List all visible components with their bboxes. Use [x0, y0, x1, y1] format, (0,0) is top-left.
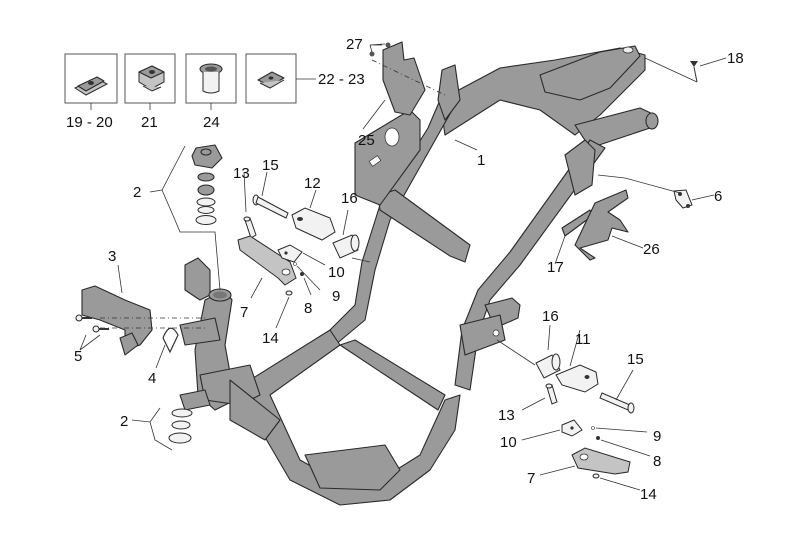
- screws-27: [369, 42, 391, 57]
- spring-8-right: [596, 436, 600, 440]
- callout-9-right: 9: [653, 428, 661, 445]
- clip: [162, 327, 179, 354]
- clamp-6: [673, 189, 693, 209]
- rivet-18: [690, 61, 698, 83]
- steering-head: [179, 257, 281, 441]
- callout-4: 4: [148, 370, 156, 387]
- bolt-lower: [92, 325, 109, 333]
- callout-13-left: 13: [233, 165, 250, 182]
- detail-box-rubber-grommet: [185, 53, 237, 110]
- callout-1: 1: [477, 152, 485, 169]
- pin-13-right: [545, 383, 558, 405]
- callout-16-right: 16: [542, 308, 559, 325]
- callout-7-right: 7: [527, 470, 535, 487]
- footrest-support-11-right: [555, 364, 599, 393]
- bolt-upper: [75, 314, 92, 322]
- callout-8-left: 8: [304, 300, 312, 317]
- callout-18: 18: [727, 50, 744, 67]
- callout-26: 26: [643, 241, 660, 258]
- plate-10-left: [277, 244, 303, 263]
- callout-19-20: 19 - 20: [66, 114, 113, 131]
- pin-15-left: [252, 194, 289, 219]
- callout-14-left: 14: [262, 330, 279, 347]
- footpeg-7-right: [571, 447, 631, 475]
- callout-15-right: 15: [627, 351, 644, 368]
- main-frame: [249, 45, 659, 506]
- callout-9-left: 9: [332, 288, 340, 305]
- detail-box-spring-clip-nut: [64, 53, 118, 110]
- callout-13-right: 13: [498, 407, 515, 424]
- ball-9-right: [591, 426, 595, 430]
- callout-14-right: 14: [640, 486, 657, 503]
- callout-8-right: 8: [653, 453, 661, 470]
- washer-14-right: [592, 473, 600, 479]
- callout-7-left: 7: [240, 304, 248, 321]
- front-bracket: [81, 285, 153, 356]
- callout-11: 11: [575, 331, 591, 348]
- washer-14-left: [285, 290, 293, 296]
- callout-6: 6: [714, 188, 722, 205]
- footrest-support-12: [291, 207, 336, 241]
- callout-25: 25: [358, 132, 375, 149]
- callout-5: 5: [74, 348, 82, 365]
- ball-9-left: [293, 262, 297, 266]
- bracket-26: [574, 189, 629, 261]
- detail-box-cage-nut: [124, 53, 176, 110]
- callout-12: 12: [304, 175, 321, 192]
- callout-17: 17: [547, 259, 564, 276]
- pin-15-right: [599, 392, 635, 414]
- callout-21: 21: [141, 114, 158, 131]
- callout-10-left: 10: [328, 264, 345, 281]
- bushing-16-right: [535, 353, 561, 379]
- callout-3: 3: [108, 248, 116, 265]
- leader-lines: [79, 43, 727, 491]
- callout-2-upper: 2: [133, 184, 141, 201]
- plate-10-right: [561, 419, 583, 437]
- callout-16-left: 16: [341, 190, 358, 207]
- lower-bearing-stack: [168, 408, 193, 444]
- callout-24: 24: [203, 114, 220, 131]
- footpeg-7-left: [237, 235, 297, 286]
- callout-15-left: 15: [262, 157, 279, 174]
- callout-27: 27: [346, 36, 363, 53]
- callout-22-23: 22 - 23: [318, 71, 365, 88]
- pin-13-left: [243, 216, 257, 239]
- spring-8-left: [300, 272, 304, 276]
- upper-bearing-stack: [191, 144, 223, 225]
- callout-10-right: 10: [500, 434, 517, 451]
- bushing-16-left: [332, 234, 360, 259]
- bracket-25: [382, 41, 426, 116]
- callout-2-lower: 2: [120, 413, 128, 430]
- detail-box-speed-nut: [245, 53, 316, 104]
